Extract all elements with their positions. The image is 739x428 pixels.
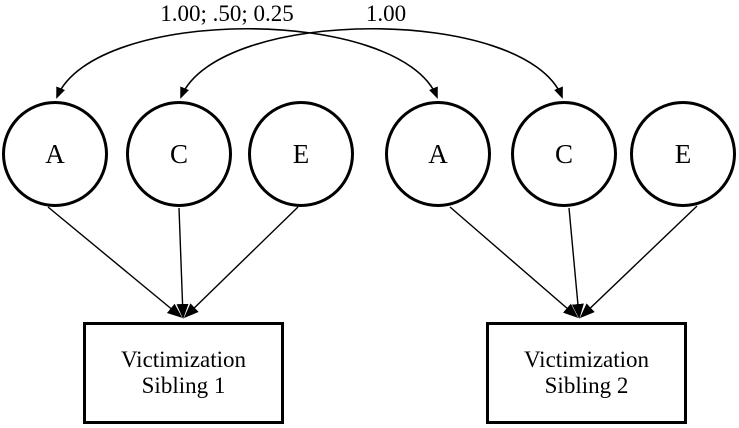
observed-sibling1-line1: Victimization <box>120 347 247 372</box>
latent-e-sibling1-label: E <box>292 138 310 169</box>
observed-victimization-sibling1-box: Victimization Sibling 1 <box>83 322 284 424</box>
path-c2-to-victimization2 <box>568 207 584 319</box>
latent-c-sibling1-circle: C <box>126 101 232 207</box>
observed-sibling2-line2: Sibling 2 <box>544 373 629 398</box>
c-correlation-label: 1.00 <box>365 1 407 26</box>
correlation-arrow-c-c <box>180 28 563 99</box>
latent-a-sibling1-label: A <box>45 138 65 169</box>
latent-e-sibling2-label: E <box>674 138 692 169</box>
observed-sibling1-line2: Sibling 1 <box>141 373 226 398</box>
latent-e-sibling1-circle: E <box>248 101 354 207</box>
latent-a-sibling2-circle: A <box>385 101 491 207</box>
path-a1-to-victimization1 <box>47 206 183 318</box>
path-a2-to-victimization2 <box>449 206 579 318</box>
path-c1-to-victimization1 <box>176 207 189 319</box>
path-e2-to-victimization2 <box>579 205 698 319</box>
observed-sibling2-line1: Victimization <box>523 347 650 372</box>
latent-e-sibling2-circle: E <box>630 101 736 207</box>
observed-victimization-sibling2-box: Victimization Sibling 2 <box>486 322 687 424</box>
latent-c-sibling1-label: C <box>169 138 188 169</box>
path-e1-to-victimization1 <box>183 206 299 319</box>
correlation-arrow-a-a <box>56 28 438 99</box>
latent-c-sibling2-circle: C <box>511 101 617 207</box>
latent-a-sibling1-circle: A <box>2 101 108 207</box>
a-correlation-label: 1.00; .50; 0.25 <box>160 1 294 26</box>
latent-a-sibling2-label: A <box>428 138 448 169</box>
latent-c-sibling2-label: C <box>554 138 573 169</box>
